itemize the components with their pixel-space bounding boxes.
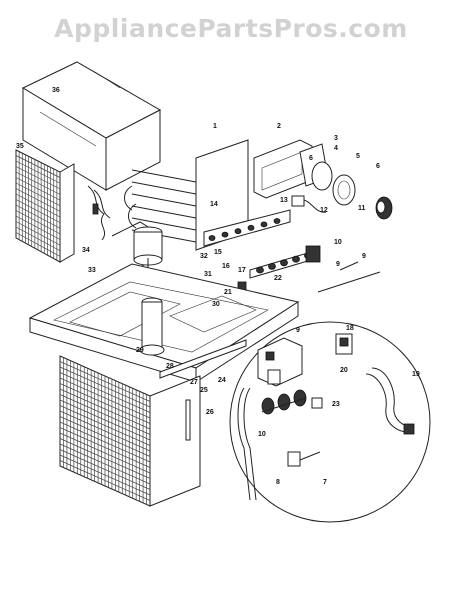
callout-c5: 5 (356, 153, 360, 160)
callout-c6b: 6 (309, 155, 313, 162)
gas-control-valve[interactable] (257, 337, 303, 387)
callout-c13: 13 (280, 197, 288, 204)
shutoff-fitting[interactable] (311, 397, 323, 409)
callout-c9c: 9 (362, 253, 366, 260)
top-cover-panel[interactable] (21, 61, 162, 191)
flue-collar[interactable] (133, 226, 163, 296)
gas-manifold-pipe[interactable] (237, 387, 257, 501)
limit-switch[interactable] (287, 451, 321, 467)
callout-c32: 32 (200, 253, 208, 260)
callout-c18: 18 (346, 325, 354, 332)
wiring-harness[interactable] (87, 185, 111, 241)
callout-c15: 15 (214, 249, 222, 256)
callout-c16: 16 (222, 263, 230, 270)
callout-c23: 23 (332, 401, 340, 408)
watermark-text: AppliancePartsPros.com (54, 14, 408, 43)
callout-c24: 24 (218, 377, 226, 384)
callout-c22: 22 (274, 275, 282, 282)
callout-c3: 3 (334, 135, 338, 142)
support-rail[interactable] (159, 339, 247, 379)
callout-c10: 10 (334, 239, 342, 246)
gas-supply-line[interactable] (365, 367, 415, 435)
callout-c29: 29 (136, 347, 144, 354)
callout-c19: 19 (412, 371, 420, 378)
callout-c4: 4 (334, 145, 338, 152)
gas-valve-small[interactable] (305, 245, 321, 263)
side-coil[interactable] (15, 149, 75, 263)
pressure-switch[interactable] (291, 195, 327, 213)
callout-c11: 11 (358, 205, 366, 212)
callout-c31: 31 (204, 271, 212, 278)
callout-c33: 33 (88, 267, 96, 274)
callout-c12: 12 (320, 207, 328, 214)
burner-assembly[interactable] (203, 209, 291, 247)
callout-c20: 20 (340, 367, 348, 374)
detail-inset (229, 321, 431, 523)
callout-c21: 21 (224, 289, 232, 296)
inducer-wheel[interactable] (311, 161, 333, 191)
callout-c14: 14 (210, 201, 218, 208)
callout-c30: 30 (212, 301, 220, 308)
callout-c9b: 9 (336, 261, 340, 268)
condenser-coil[interactable] (59, 355, 201, 507)
callout-c36: 36 (52, 87, 60, 94)
callout-c28: 28 (166, 363, 174, 370)
inducer-motor[interactable] (375, 196, 393, 220)
callout-c10b: 10 (258, 431, 266, 438)
callout-c9: 9 (296, 327, 300, 334)
callout-c2: 2 (277, 123, 281, 130)
callout-c17: 17 (238, 267, 246, 274)
callout-c25: 25 (200, 387, 208, 394)
callout-c27: 27 (190, 379, 198, 386)
callout-c35: 35 (16, 143, 24, 150)
callout-c26: 26 (206, 409, 214, 416)
callout-c6: 6 (376, 163, 380, 170)
callout-c1: 1 (213, 123, 217, 130)
callout-c8: 8 (276, 479, 280, 486)
flame-rod[interactable] (317, 261, 381, 293)
burner-orifice-set[interactable] (261, 389, 307, 415)
inducer-housing[interactable] (332, 174, 356, 206)
callout-c34: 34 (82, 247, 90, 254)
blower-shaft[interactable] (139, 297, 165, 356)
callout-c7: 7 (323, 479, 327, 486)
igniter-control[interactable] (335, 333, 353, 355)
